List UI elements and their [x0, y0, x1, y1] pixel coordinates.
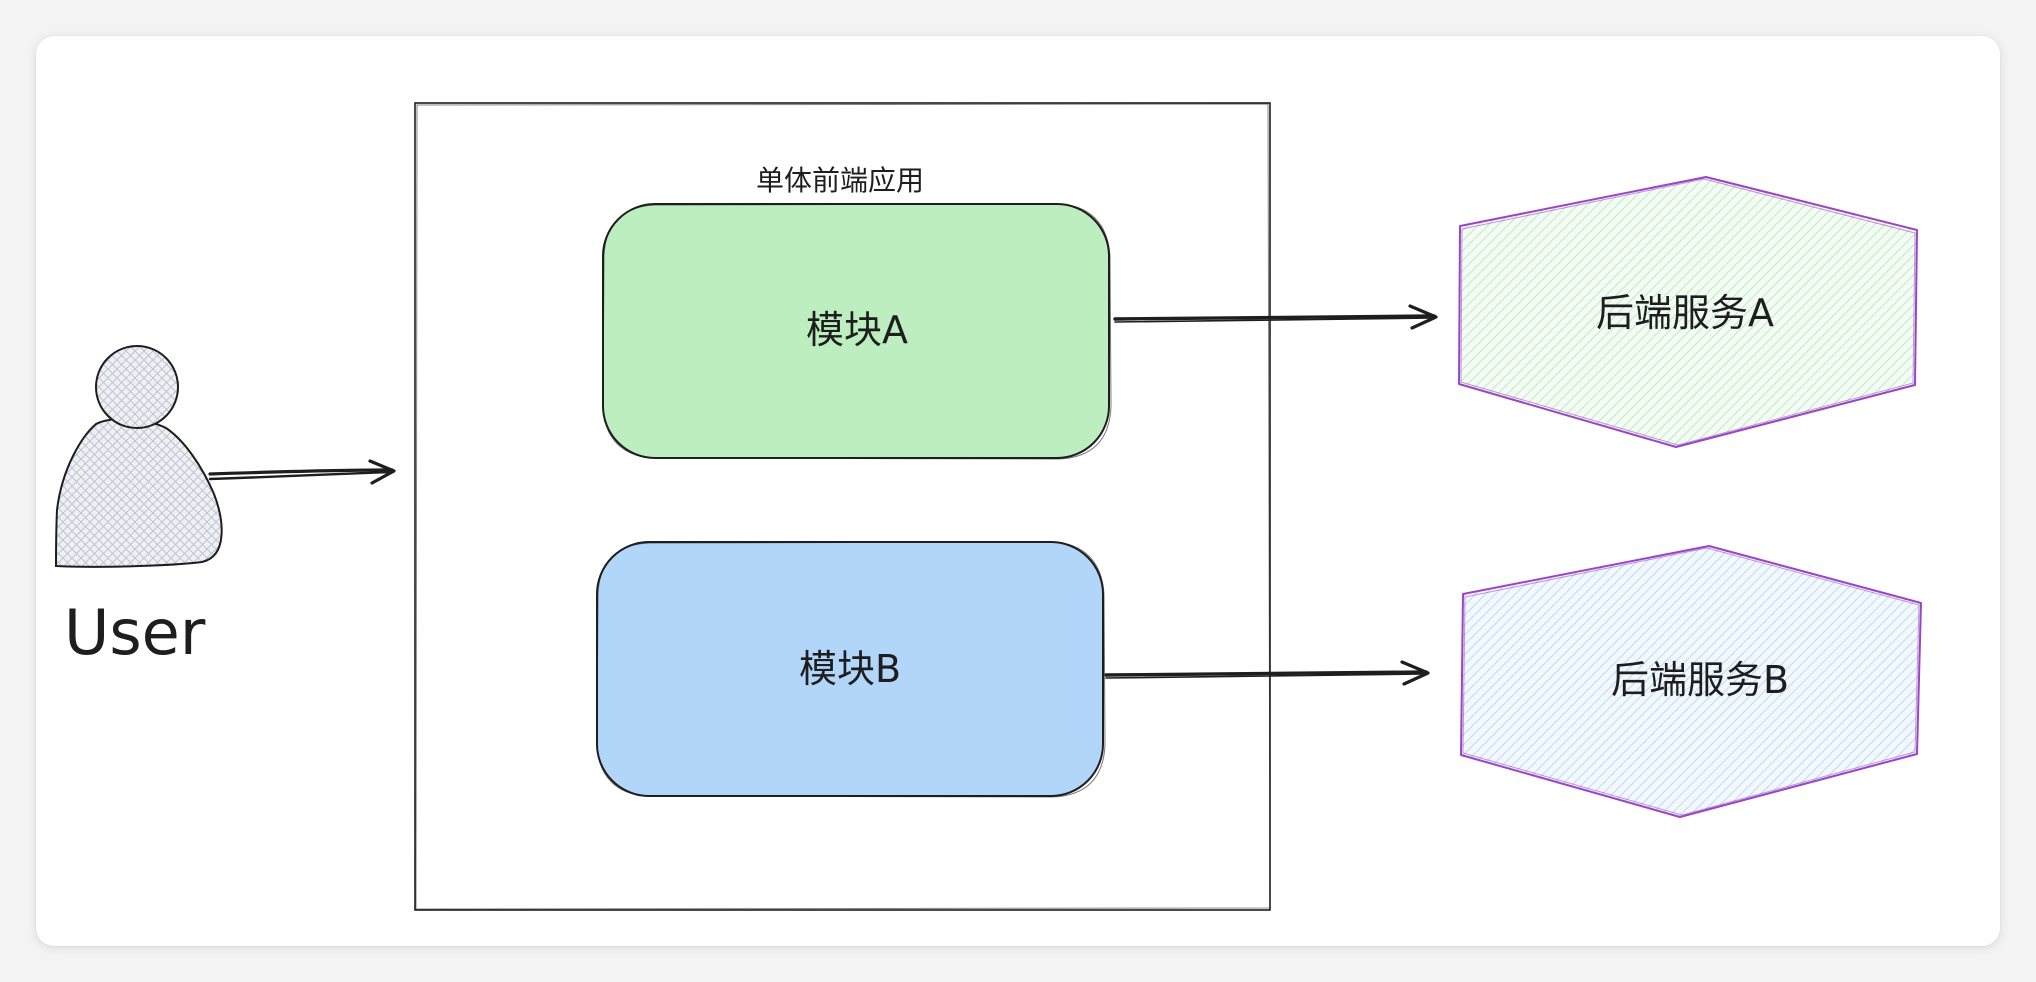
module-a-label: 模块A [806, 308, 908, 352]
service-b-hexagon [1460, 545, 1922, 818]
container-title: 单体前端应用 [755, 164, 925, 197]
module-b-box [596, 541, 1106, 798]
user-head [95, 345, 179, 429]
service-a-label: 后端服务A [1596, 291, 1774, 335]
user-label: User [64, 596, 206, 669]
arrow-user-to-app [208, 459, 396, 485]
frontend-app-container [414, 102, 1271, 911]
arrow-module-b-to-service-b [1104, 660, 1430, 686]
service-b-label: 后端服务B [1610, 658, 1790, 702]
arrow-module-a-to-service-a [1113, 304, 1438, 330]
user-body [54, 418, 223, 568]
module-a-box [602, 203, 1112, 460]
service-a-hexagon [1458, 176, 1918, 448]
module-b-label: 模块B [798, 647, 902, 691]
user-icon [54, 345, 223, 568]
